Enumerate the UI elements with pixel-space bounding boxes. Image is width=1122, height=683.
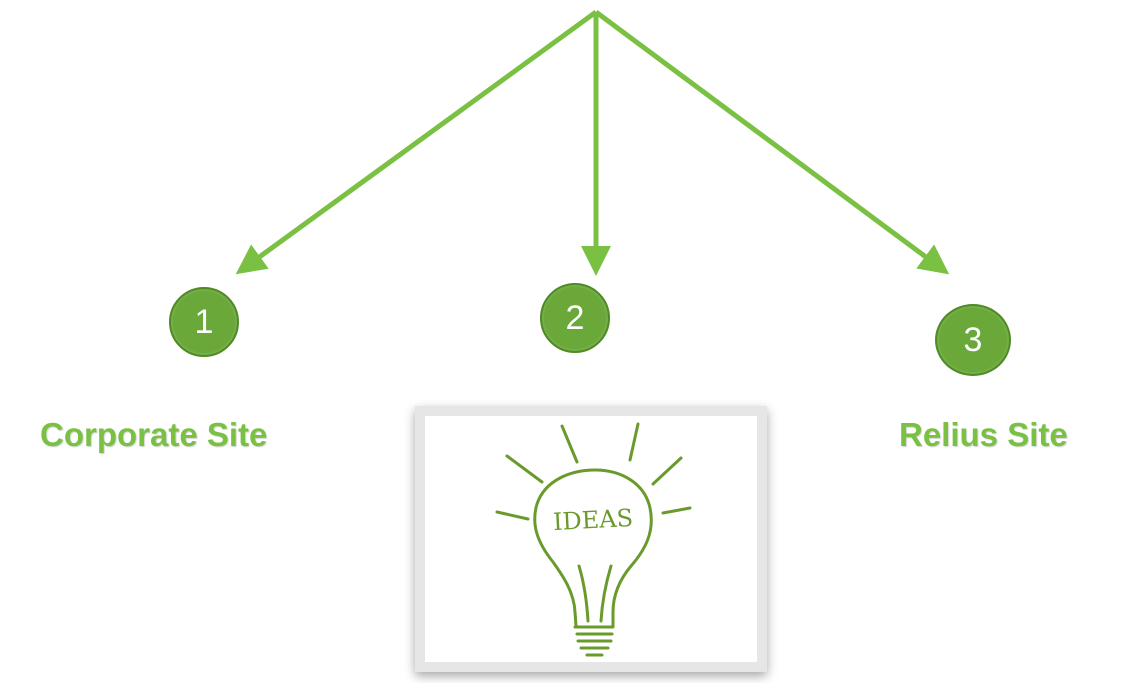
ideas-sketch-text: IDEAS: [552, 504, 633, 536]
arrow-to-option-1: [235, 9, 598, 275]
arrow-to-option-3: [594, 9, 950, 275]
option-1-number: 1: [194, 302, 214, 341]
option-2-badge: 2: [540, 283, 610, 353]
ideas-image[interactable]: IDEAS: [415, 406, 767, 672]
option-3-number: 3: [963, 320, 983, 359]
option-2-number: 2: [565, 298, 585, 337]
lightbulb-sketch-icon: IDEAS: [495, 422, 692, 657]
relius-site-link[interactable]: Relius Site: [899, 416, 1068, 453]
option-1-badge: 1: [169, 287, 239, 357]
corporate-site-link[interactable]: Corporate Site: [40, 416, 268, 453]
option-3-badge: 3: [935, 304, 1011, 376]
